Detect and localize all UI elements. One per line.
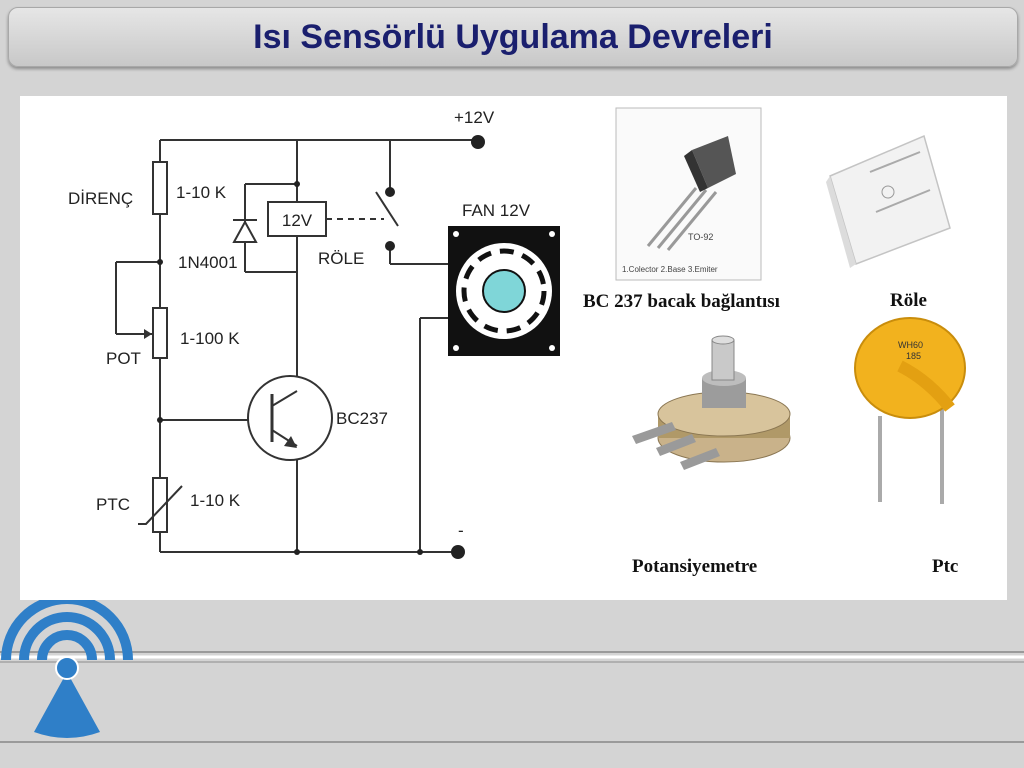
resistor-name-label: DİRENÇ xyxy=(68,189,133,208)
transistor-photo: TO-92 1.Colector 2.Base 3.Emiter xyxy=(615,107,762,281)
relay-caption: Röle xyxy=(890,290,927,311)
ptc-symbol xyxy=(152,477,168,533)
diode-symbol xyxy=(232,219,258,243)
ptc-marking-2: 185 xyxy=(906,351,921,361)
supply-minus-label: - xyxy=(458,521,464,540)
potentiometer-symbol xyxy=(152,307,168,359)
pot-value-label: 1-100 K xyxy=(180,329,240,348)
diode-label: 1N4001 xyxy=(178,253,238,272)
relay-coil xyxy=(267,201,327,237)
content-panel: 12V +12V - DİRENÇ 1-10 K 1N4001 RÖLE FAN… xyxy=(20,96,1007,600)
transistor-caption: BC 237 bacak bağlantısı xyxy=(583,291,780,312)
ptc-slash xyxy=(138,485,183,525)
wiper-arrow-icon xyxy=(144,329,152,339)
transistor-symbol xyxy=(247,375,333,461)
junction-dot xyxy=(294,181,300,187)
relay-voltage-label: 12V xyxy=(282,211,313,230)
signal-logo-icon xyxy=(1,600,133,738)
positive-terminal xyxy=(471,135,485,149)
potentiometer-caption: Potansiyemetre xyxy=(632,556,757,577)
resistor-symbol xyxy=(152,161,168,215)
junction-dot xyxy=(417,549,423,555)
resistor-value-label: 1-10 K xyxy=(176,183,227,202)
pot-name-label: POT xyxy=(106,349,141,368)
relay-contact-dot xyxy=(385,241,395,251)
transistor-package-label: TO-92 xyxy=(688,232,713,242)
junction-dot xyxy=(157,417,163,423)
ptc-marking-1: WH60 xyxy=(898,340,923,350)
relay-name-label: RÖLE xyxy=(318,249,364,268)
ptc-name-label: PTC xyxy=(96,495,130,514)
title-bar: Isı Sensörlü Uygulama Devreleri xyxy=(8,7,1018,67)
circuit-diagram: 12V +12V - DİRENÇ 1-10 K 1N4001 RÖLE FAN… xyxy=(68,107,966,577)
relay-photo xyxy=(826,134,951,268)
transistor-pins-label: 1.Colector 2.Base 3.Emiter xyxy=(622,265,718,274)
slide-title: Isı Sensörlü Uygulama Devreleri xyxy=(253,17,773,56)
fan-label: FAN 12V xyxy=(462,201,531,220)
relay-contact-dot xyxy=(385,187,395,197)
transistor-label: BC237 xyxy=(336,409,388,428)
fan-icon xyxy=(448,226,560,356)
ptc-value-label: 1-10 K xyxy=(190,491,241,510)
ptc-caption: Ptc xyxy=(932,556,958,577)
junction-dot xyxy=(157,259,163,265)
negative-terminal xyxy=(451,545,465,559)
ptc-photo: WH60 185 xyxy=(854,317,966,504)
junction-dot xyxy=(294,549,300,555)
supply-plus-label: +12V xyxy=(454,108,495,127)
potentiometer-photo xyxy=(632,335,791,470)
footer-decoration xyxy=(0,600,1024,743)
